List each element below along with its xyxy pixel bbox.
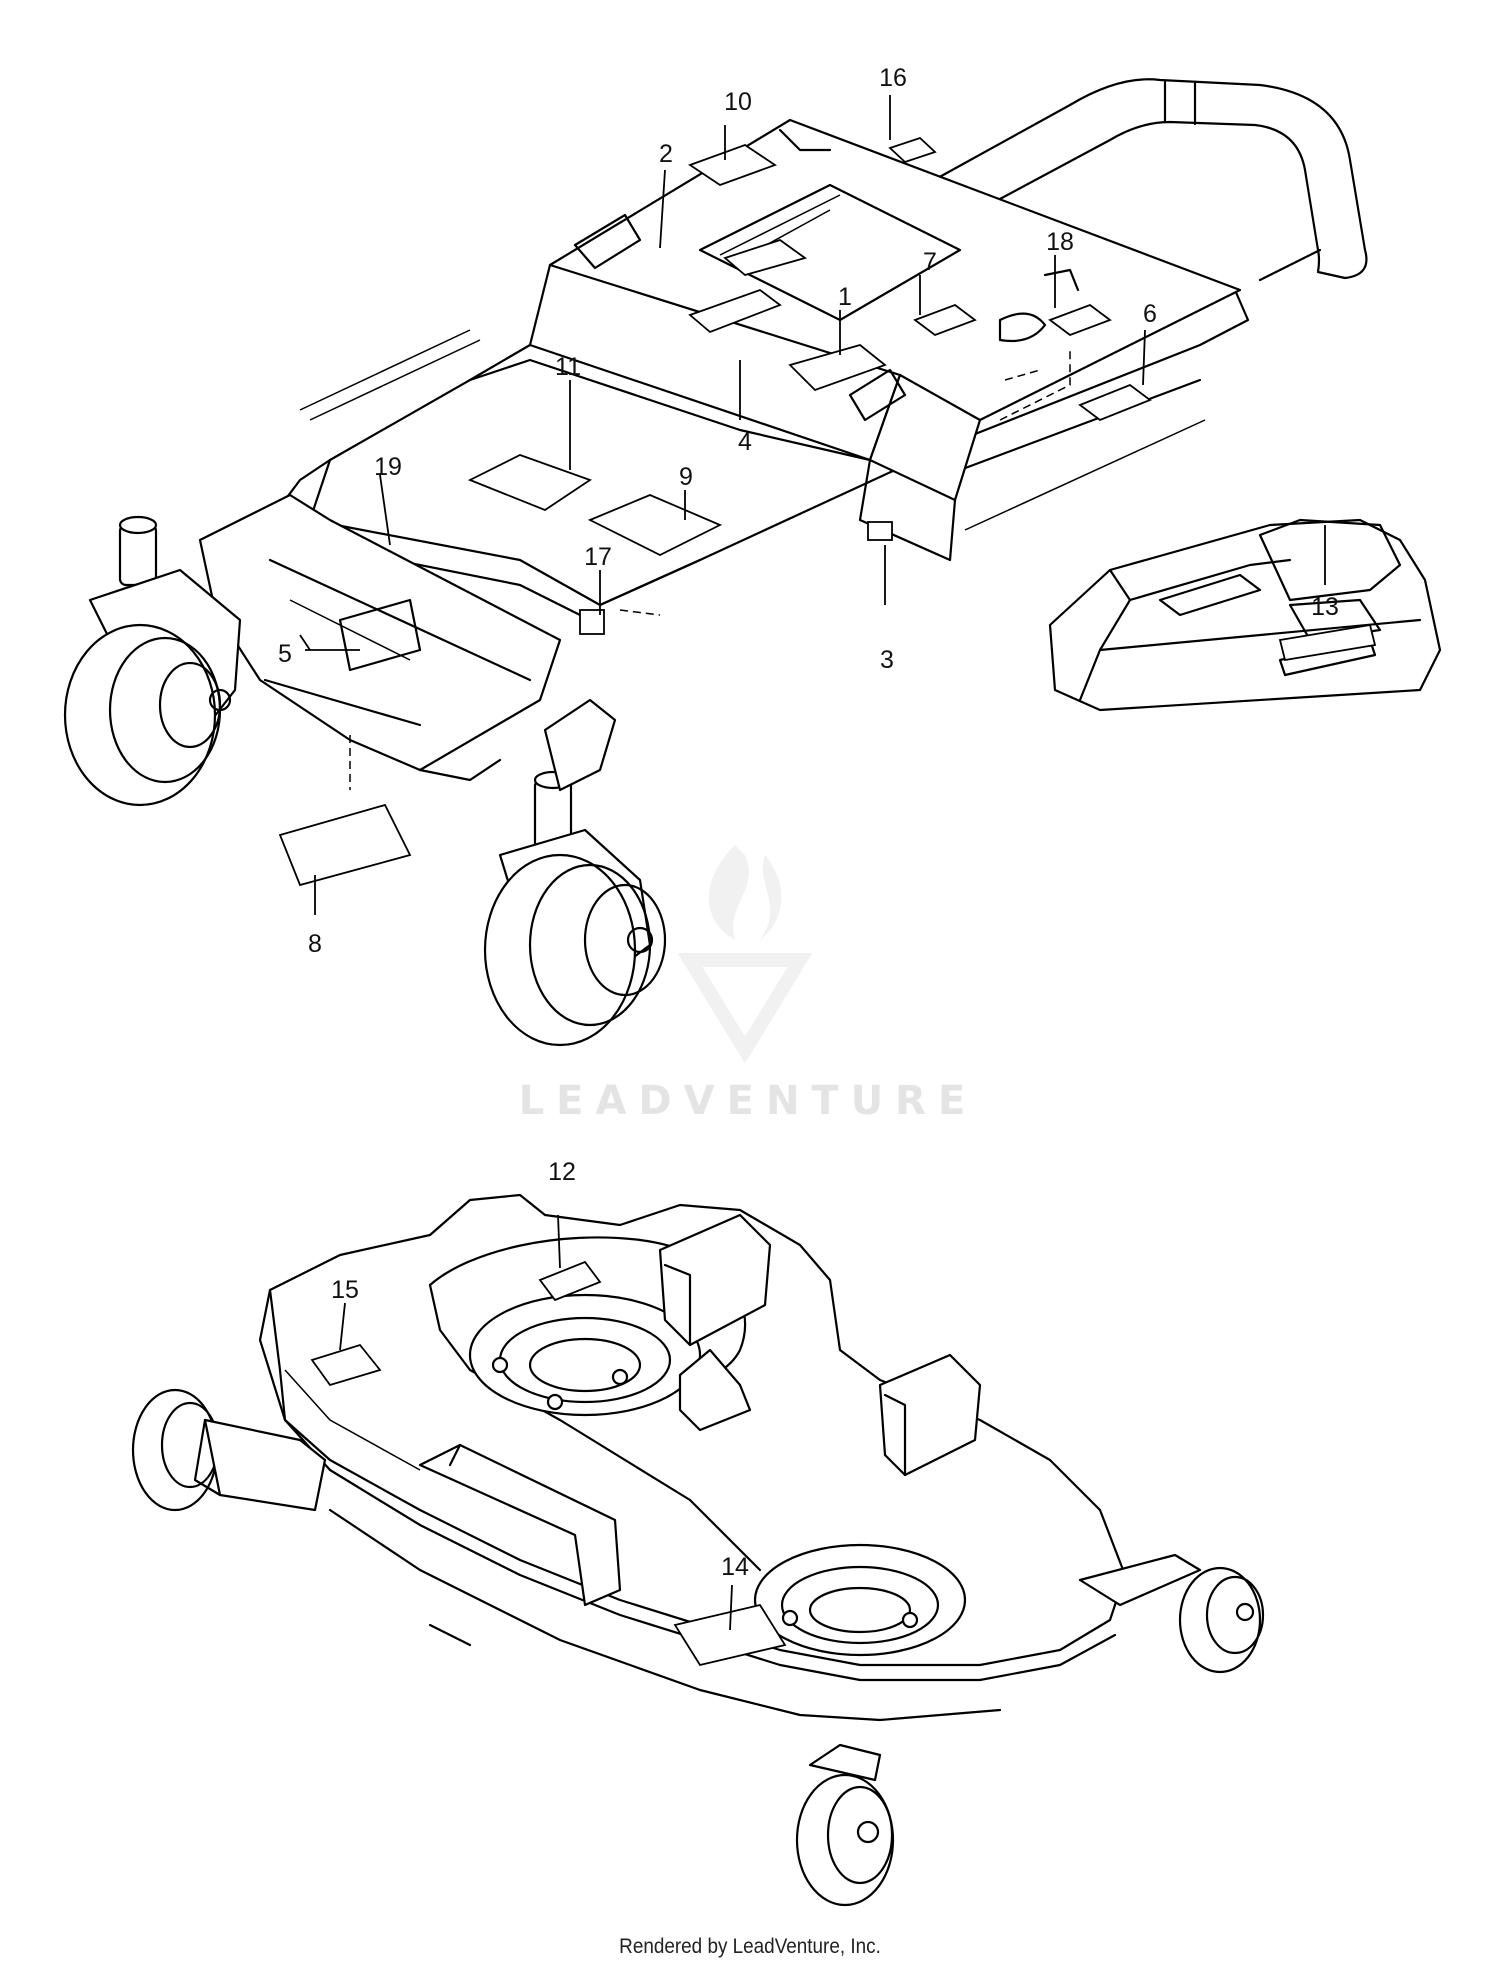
callout-2: 2: [659, 140, 673, 168]
callout-17: 17: [584, 543, 612, 571]
callout-7: 7: [923, 248, 937, 276]
callout-10: 10: [724, 88, 752, 116]
callout-9: 9: [679, 463, 693, 491]
callout-11: 11: [555, 353, 581, 381]
leader-lines: [299, 95, 1326, 1631]
watermark-text: LEADVENTURE: [519, 1078, 978, 1124]
decal-8: [278, 803, 412, 887]
callout-5: 5: [278, 640, 292, 668]
callout-6: 6: [1143, 300, 1157, 328]
deck-left-wheel: [131, 1388, 327, 1512]
fender-tank: [1048, 518, 1442, 712]
callout-4: 4: [738, 428, 752, 456]
callout-13: 13: [1311, 593, 1339, 621]
callout-8: 8: [308, 930, 322, 958]
footer-credit: Rendered by LeadVenture, Inc.: [619, 1935, 881, 1958]
mower-frame-assembly: [63, 78, 1442, 1047]
callout-3: 3: [880, 646, 894, 674]
callout-labels: 1 2 3 4 5 6 7 8 9 10 11 12 13 14 15 16 1…: [278, 64, 1339, 1581]
callout-18: 18: [1046, 228, 1074, 256]
callout-12: 12: [548, 1158, 576, 1186]
deck-front-wheel: [795, 1743, 895, 1907]
callout-19: 19: [374, 453, 402, 481]
deck-right-wheel: [1078, 1553, 1265, 1674]
callout-16: 16: [879, 64, 907, 92]
callout-1: 1: [838, 283, 852, 311]
callout-15: 15: [331, 1276, 359, 1304]
callout-14: 14: [721, 1553, 749, 1581]
watermark-logo: [677, 845, 813, 1064]
right-caster-wheel: [483, 698, 667, 1047]
left-caster-wheel: [63, 515, 242, 807]
mower-deck-assembly: [131, 1193, 1265, 1907]
